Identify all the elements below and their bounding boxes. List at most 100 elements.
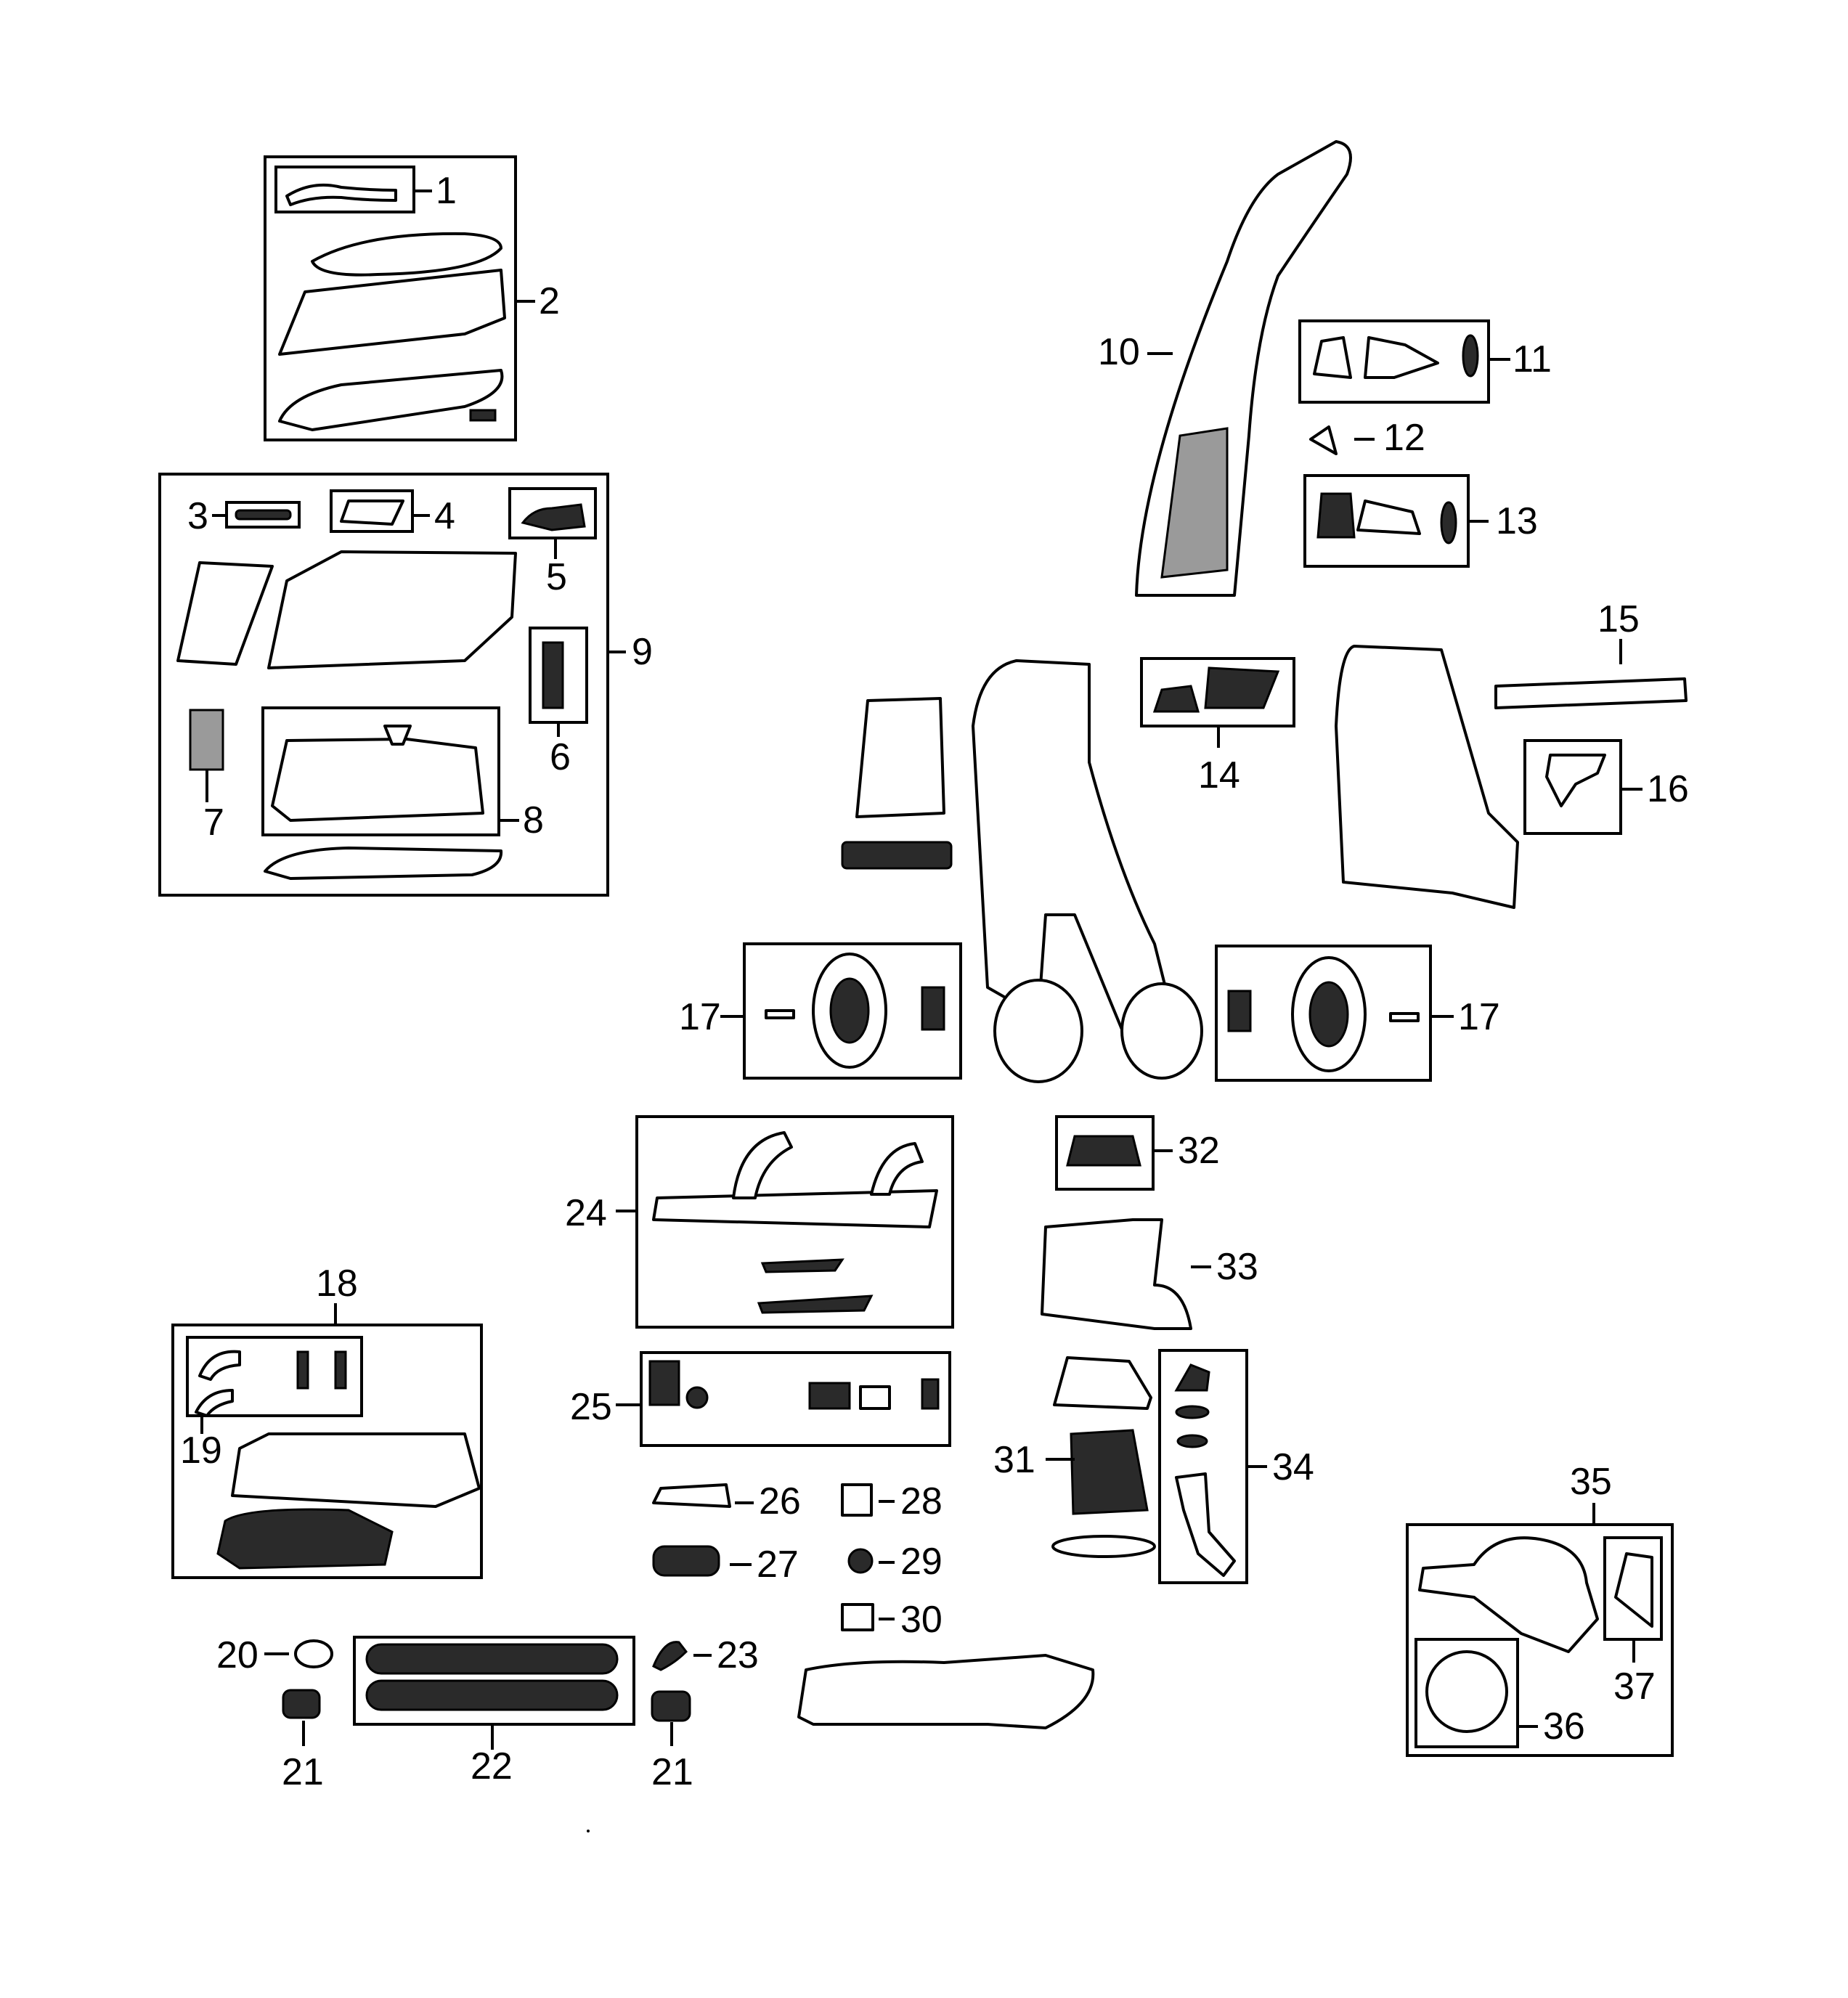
callout-14: 14 [1198, 754, 1240, 796]
part-34-duct [1175, 1472, 1236, 1577]
callout-33: 33 [1216, 1246, 1258, 1288]
part-14-a [1152, 685, 1200, 713]
part-rear-cover [1335, 645, 1519, 909]
part-31-motor [1070, 1429, 1149, 1515]
group-nozzle [171, 1303, 712, 1750]
part-4-filter [340, 500, 404, 526]
part-2-base [278, 369, 504, 431]
callout-dashes [205, 189, 626, 822]
group-base-parts [616, 1115, 1095, 1729]
part-24-bracket-a [760, 1258, 844, 1273]
callout-31: 31 [993, 1439, 1035, 1481]
part-box-25 [640, 1351, 951, 1447]
callout-34: 34 [1272, 1446, 1314, 1488]
part-3-gasket [235, 509, 292, 521]
part-17-right-cap [1227, 990, 1252, 1032]
part-17-right-hub [1308, 981, 1349, 1048]
part-frame-wheel-left [993, 979, 1083, 1083]
callout-21-left: 21 [282, 1751, 324, 1793]
part-box-5 [508, 487, 597, 539]
part-18-nozzle-base [216, 1508, 394, 1570]
part-25-pump [648, 1360, 680, 1406]
part-10-handle-panel [1160, 427, 1229, 579]
callout-2: 2 [539, 280, 560, 322]
part-29-valve [847, 1548, 874, 1574]
callout-13: 13 [1496, 500, 1538, 542]
callout-5: 5 [546, 556, 567, 598]
callout-21-right: 21 [651, 1751, 693, 1793]
part-25-block [808, 1382, 851, 1410]
part-2-cap-body [278, 269, 506, 356]
part-35-housing [1418, 1536, 1599, 1653]
callout-25: 25 [570, 1386, 612, 1428]
callout-19: 19 [180, 1430, 222, 1472]
callout-37: 37 [1613, 1665, 1656, 1708]
callout-32: 32 [1178, 1130, 1220, 1172]
part-5-latch [521, 503, 586, 531]
part-11-trigger [1313, 336, 1352, 379]
callout-11: 11 [1513, 338, 1552, 380]
group-motor [1041, 1115, 1267, 1584]
part-30-fitting [841, 1603, 874, 1631]
group-box-35 [1406, 1523, 1674, 1757]
part-box-16 [1523, 739, 1622, 835]
callout-24: 24 [565, 1192, 607, 1234]
callout-10: 10 [1098, 331, 1140, 373]
part-31-top [1053, 1356, 1152, 1410]
part-36-filter [1425, 1650, 1508, 1733]
callout-7: 7 [203, 802, 224, 844]
callout-18: 18 [316, 1263, 358, 1305]
callout-17-right: 17 [1458, 996, 1500, 1038]
group-box-1-2 [264, 155, 517, 441]
callout-8: 8 [523, 799, 544, 841]
part-19-screw-b [334, 1350, 347, 1390]
callout-30: 30 [900, 1599, 943, 1641]
part-11-housing [1364, 336, 1439, 379]
callout-15: 15 [1597, 598, 1640, 640]
callout-1: 1 [436, 170, 457, 212]
part-box-17-right [1215, 945, 1432, 1082]
part-37-cover [1614, 1552, 1653, 1628]
part-9-tray [264, 847, 503, 880]
part-8-knob [383, 725, 412, 746]
part-box-32 [1055, 1115, 1155, 1191]
part-8-tank [271, 738, 484, 822]
part-25-valve-a [685, 1386, 709, 1409]
part-23-belt [652, 1641, 688, 1671]
part-16-latch [1545, 754, 1606, 807]
group-tank-cap [264, 155, 517, 441]
stray-dot [587, 1830, 590, 1832]
part-12-clip [1309, 425, 1338, 455]
part-box-4 [330, 489, 414, 533]
part-34-a [1174, 1363, 1210, 1392]
callout-9: 9 [632, 631, 653, 673]
part-box-11 [1298, 319, 1490, 404]
callout-3: 3 [187, 495, 208, 537]
callout-4: 4 [434, 495, 455, 537]
callout-labels: 1 2 3 4 5 6 7 8 9 10 11 12 13 14 15 16 1… [180, 170, 1689, 1793]
part-26-tube [652, 1483, 731, 1508]
callout-20: 20 [216, 1634, 259, 1676]
part-2-lid [311, 232, 502, 277]
group-handle [1135, 140, 1352, 597]
part-box-24 [635, 1115, 954, 1329]
part-14-b [1204, 666, 1280, 709]
part-frame-bar [841, 841, 953, 870]
part-28-block [841, 1483, 873, 1517]
group-rear-cover [1335, 645, 1519, 909]
part-13-housing [1356, 500, 1421, 535]
part-7-valve [189, 709, 224, 771]
part-32-cap [1066, 1135, 1141, 1167]
group-trigger-parts [1298, 319, 1510, 568]
part-17-left-cap [921, 986, 945, 1031]
part-17-right-axle [1389, 1012, 1420, 1022]
part-box-8 [261, 706, 500, 836]
part-frame-wheel-right [1120, 982, 1203, 1080]
part-25-fitting [921, 1378, 940, 1410]
part-13-knob [1440, 501, 1457, 545]
callout-17-left: 17 [679, 996, 721, 1038]
part-34-b [1175, 1405, 1210, 1419]
part-24-tray [652, 1189, 938, 1228]
part-19-screw-a [296, 1350, 309, 1390]
